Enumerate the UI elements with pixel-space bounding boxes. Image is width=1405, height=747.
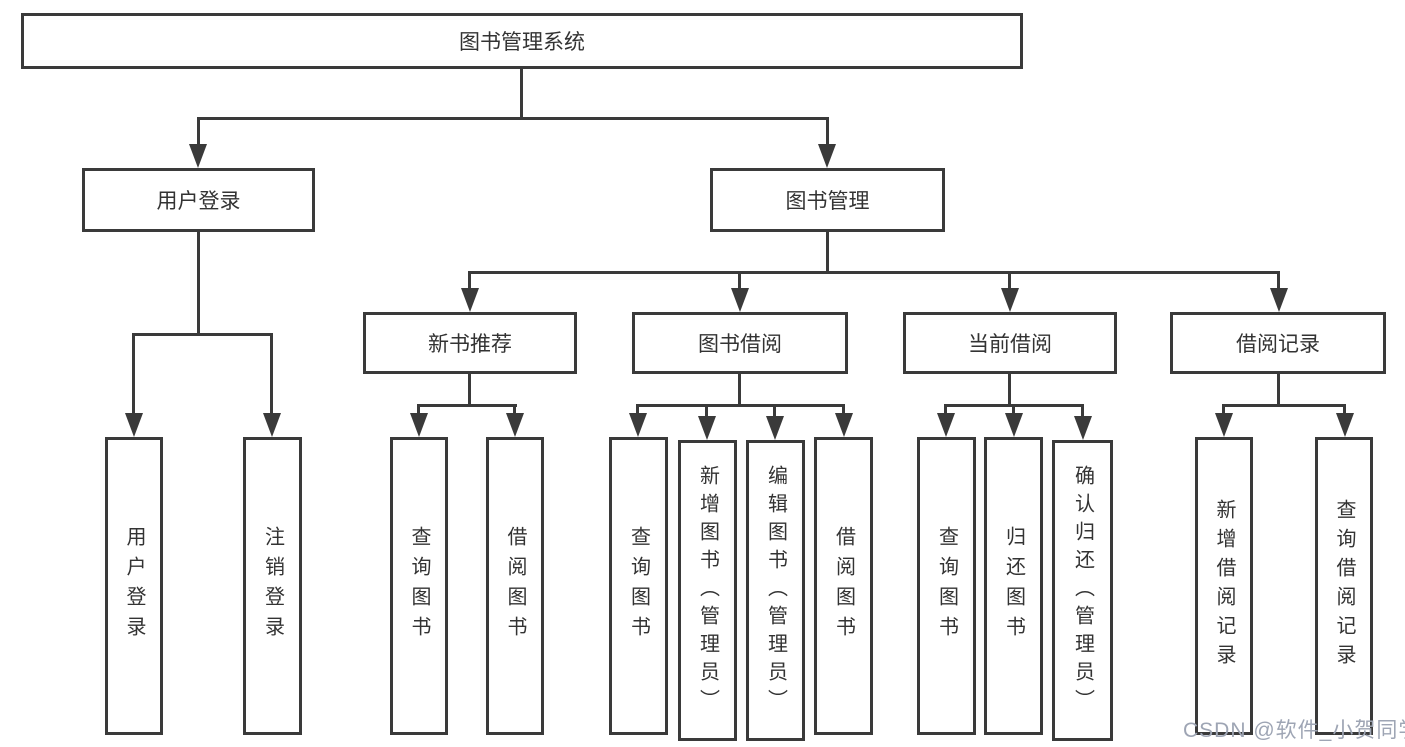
connector-drop-book-borrow [738,271,741,295]
arrowhead-return-book [1005,413,1023,437]
leaf-borrow-borrow-book: 借阅图书 [814,437,873,735]
connector-book-management-stem [826,232,829,274]
connector-drop-book-management [826,117,829,149]
node-new-book-recommend-label: 新书推荐 [428,333,512,356]
leaf-query-borrow-record: 查询借阅记录 [1315,437,1373,735]
arrowhead-query-record [1336,413,1354,437]
connector-drop-add-record [1222,404,1225,420]
node-root-label: 图书管理系统 [459,31,585,54]
connector-drop-recommend-borrow [513,404,516,420]
leaf-add-book-admin-label: 新增图书（管理员） [696,464,719,717]
leaf-borrow-borrow-book-label: 借阅图书 [832,526,855,646]
arrowhead-leaf-user-login [125,413,143,437]
leaf-recommend-query-book-label: 查询图书 [408,526,430,646]
leaf-recommend-borrow-book: 借阅图书 [486,437,544,735]
leaf-logout-label: 注销登录 [261,526,284,646]
node-new-book-recommend: 新书推荐 [363,312,577,374]
leaf-user-login: 用户登录 [105,437,163,735]
leaf-add-borrow-record-label: 新增借阅记录 [1213,499,1235,673]
connector-drop-leaf-logout [270,333,273,420]
node-root-system: 图书管理系统 [21,13,1023,69]
connector-user-login-stem [197,232,200,336]
leaf-confirm-return-admin: 确认归还（管理员） [1052,440,1113,741]
leaf-edit-book-admin: 编辑图书（管理员） [746,440,805,741]
arrowhead-new-book-recommend [461,288,479,312]
connector-drop-edit-book [773,404,776,420]
arrowhead-borrow-book [835,413,853,437]
leaf-add-book-admin: 新增图书（管理员） [678,440,737,741]
arrowhead-user-login [189,144,207,168]
arrowhead-book-management [818,144,836,168]
connector-drop-current-borrow [1008,271,1011,295]
node-book-management: 图书管理 [710,168,945,232]
leaf-borrow-query-book-label: 查询图书 [627,526,650,646]
connector-drop-leaf-user-login [132,333,135,420]
connector-book-management-rail [468,271,1280,274]
node-current-borrow-label: 当前借阅 [968,333,1052,356]
arrowhead-recommend-query [410,413,428,437]
arrowhead-current-borrow [1001,288,1019,312]
arrowhead-leaf-logout [263,413,281,437]
leaf-current-query-book-label: 查询图书 [935,526,958,646]
connector-drop-borrow-book [842,404,845,420]
node-book-management-label: 图书管理 [785,190,870,213]
leaf-return-book: 归还图书 [984,437,1043,735]
leaf-recommend-query-book: 查询图书 [390,437,448,735]
connector-root-stem [520,69,523,119]
connector-borrow-stem [738,374,741,407]
connector-drop-borrow-query [636,404,639,420]
connector-borrow-rail [636,404,845,407]
arrowhead-book-borrow [731,288,749,312]
connector-record-stem [1277,374,1280,407]
leaf-recommend-borrow-book-label: 借阅图书 [504,526,526,646]
connector-recommend-rail [417,404,517,407]
connector-drop-add-book [705,404,708,420]
arrowhead-current-query [937,413,955,437]
node-borrow-record-label: 借阅记录 [1236,333,1320,356]
connector-drop-user-login [197,117,200,149]
connector-recommend-stem [468,374,471,407]
arrowhead-borrow-query [629,413,647,437]
connector-current-stem [1008,374,1011,407]
leaf-return-book-label: 归还图书 [1002,526,1025,646]
leaf-user-login-label: 用户登录 [123,526,145,646]
arrowhead-borrow-record [1270,288,1288,312]
node-user-login-label: 用户登录 [156,190,241,213]
arrowhead-add-record [1215,413,1233,437]
arrowhead-edit-book [766,416,784,440]
connector-drop-return-book [1012,404,1015,420]
leaf-current-query-book: 查询图书 [917,437,976,735]
leaf-edit-book-admin-label: 编辑图书（管理员） [764,464,787,717]
connector-drop-recommend-query [417,404,420,420]
connector-drop-new-book-recommend [468,271,471,295]
node-user-login: 用户登录 [82,168,315,232]
arrowhead-confirm-return [1074,416,1092,440]
leaf-confirm-return-admin-label: 确认归还（管理员） [1071,464,1094,717]
connector-drop-current-query [944,404,947,420]
csdn-watermark: CSDN @软件_小贺同学 [1183,719,1405,742]
arrowhead-add-book [698,416,716,440]
node-current-borrow: 当前借阅 [903,312,1117,374]
connector-record-rail [1222,404,1346,407]
connector-drop-query-record [1343,404,1346,420]
node-book-borrow-label: 图书借阅 [698,333,782,356]
connector-drop-confirm-return [1081,404,1084,420]
leaf-logout: 注销登录 [243,437,302,735]
arrowhead-recommend-borrow [506,413,524,437]
node-book-borrow: 图书借阅 [632,312,848,374]
connector-drop-borrow-record [1277,271,1280,295]
connector-root-rail [197,117,829,120]
leaf-borrow-query-book: 查询图书 [609,437,668,735]
connector-user-login-rail [132,333,273,336]
node-borrow-record: 借阅记录 [1170,312,1386,374]
leaf-add-borrow-record: 新增借阅记录 [1195,437,1253,735]
leaf-query-borrow-record-label: 查询借阅记录 [1333,499,1355,673]
